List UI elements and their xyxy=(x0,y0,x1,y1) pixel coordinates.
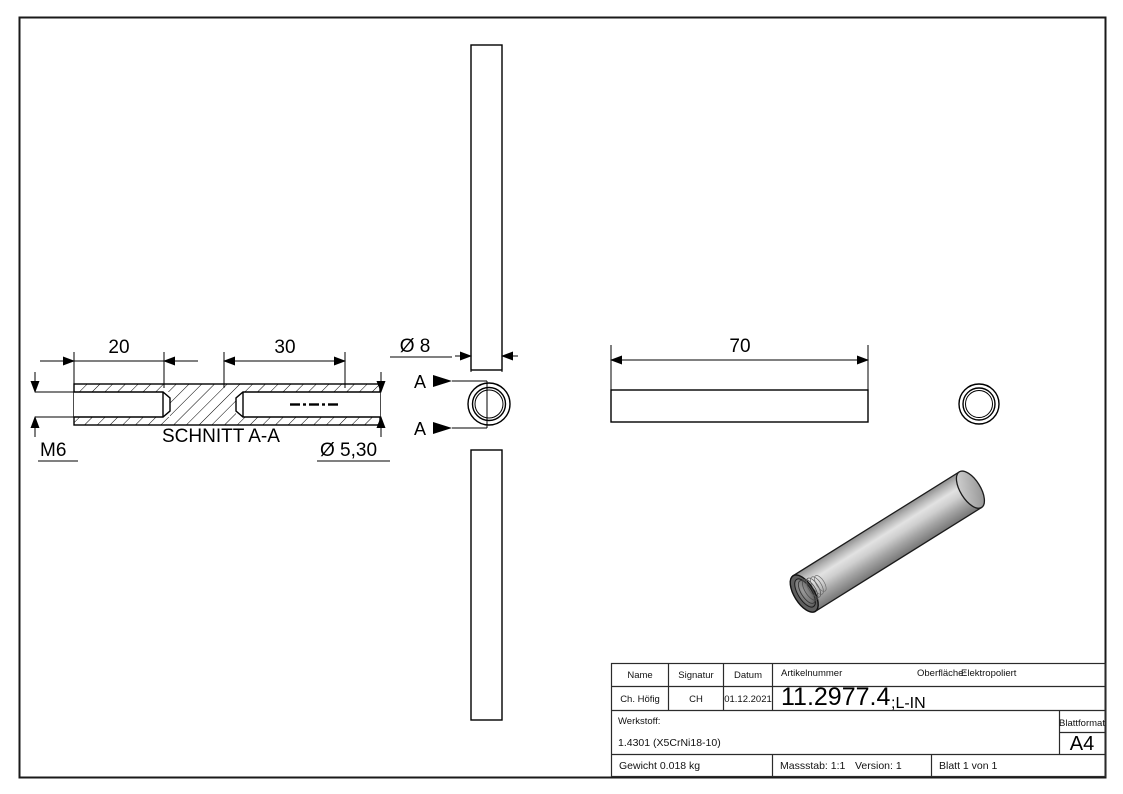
title-block-value-name: Ch. Höfig xyxy=(620,694,660,705)
section-body xyxy=(73,383,381,426)
material-value: 1.4301 (X5CrNi18-10) xyxy=(618,737,721,749)
section-label: SCHNITT A-A xyxy=(162,426,280,447)
surface-value: Elektropoliert xyxy=(961,668,1017,679)
article-number-label: Artikelnummer xyxy=(781,668,842,679)
end-view-middle xyxy=(467,382,511,426)
dimension-30-text: 30 xyxy=(274,337,295,358)
title-block-value-datum: 01.12.2021 xyxy=(724,694,772,705)
dimension-bore-diameter-text: Ø 5,30 xyxy=(320,440,377,461)
m6-thread-bore xyxy=(74,391,171,418)
article-number-value: 11.2977.4 xyxy=(781,683,890,711)
sheet-frame xyxy=(18,16,1107,779)
section-view-a-a: 20 30 xyxy=(30,337,390,462)
sheet-format-value: A4 xyxy=(1070,733,1094,755)
title-block-header-name: Name xyxy=(627,670,652,681)
section-marker-top-letter: A xyxy=(414,372,426,392)
sheet-count-value: Blatt 1 von 1 xyxy=(939,760,998,772)
dimension-20: 20 xyxy=(40,337,198,366)
dimension-30: 30 xyxy=(223,337,346,366)
front-view: 70 xyxy=(610,336,869,423)
end-view-right xyxy=(958,383,1000,425)
title-block-header-datum: Datum xyxy=(734,670,762,681)
dimension-outer-diameter-text: Ø 8 xyxy=(400,336,431,357)
section-marker-bottom: A xyxy=(414,405,488,439)
dimension-outer-diameter: Ø 8 xyxy=(390,336,518,372)
isometric-3d-view xyxy=(789,470,986,613)
surface-label: Oberfläche: xyxy=(917,668,966,679)
version-value: Version: 1 xyxy=(855,760,902,772)
dimension-m6: M6 xyxy=(30,372,78,462)
material-label: Werkstoff: xyxy=(618,716,660,727)
section-marker-bottom-letter: A xyxy=(414,419,426,439)
title-block-header-signatur: Signatur xyxy=(678,670,713,681)
dimension-70-text: 70 xyxy=(729,336,750,357)
dimension-20-text: 20 xyxy=(108,337,129,358)
title-block-value-signatur: CH xyxy=(689,694,703,705)
bore-5-30 xyxy=(235,391,380,418)
title-block: Name Signatur Datum Ch. Höfig CH 01.12.2… xyxy=(610,662,1107,778)
dimension-m6-text: M6 xyxy=(40,440,66,461)
scale-value: Massstab: 1:1 xyxy=(780,760,846,772)
weight-value: Gewicht 0.018 kg xyxy=(619,760,700,772)
side-view-rotated xyxy=(470,44,503,721)
article-number-suffix: ;L-IN xyxy=(891,695,926,712)
sheet-format-label: Blattformat xyxy=(1059,718,1105,729)
dimension-bore-diameter: Ø 5,30 xyxy=(317,372,390,462)
section-marker-top: A xyxy=(414,372,488,405)
